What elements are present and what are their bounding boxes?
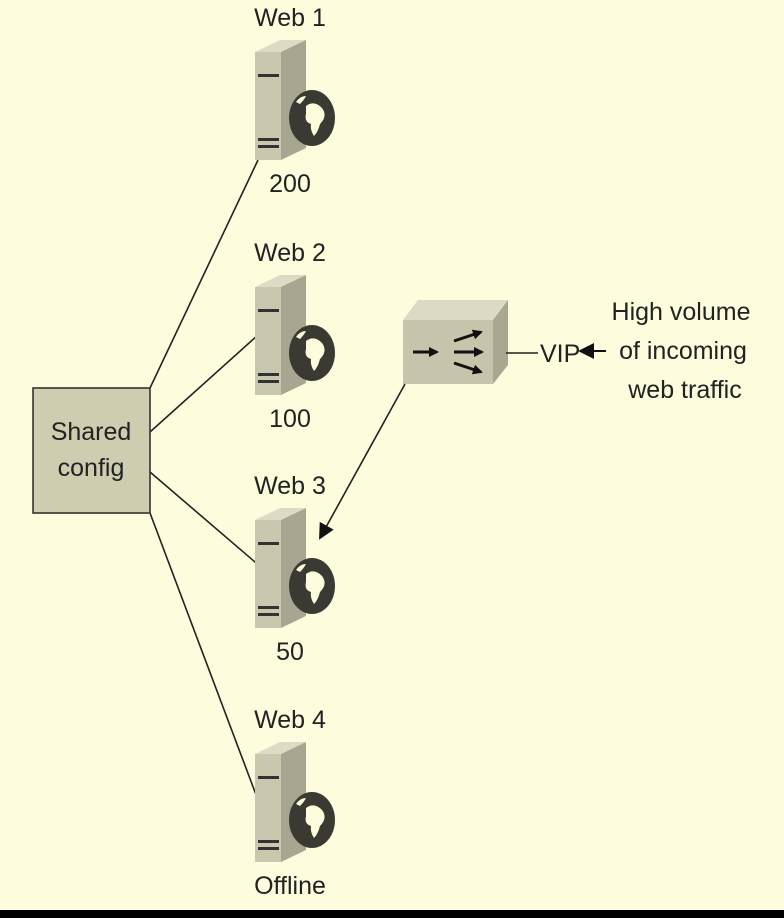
server-weight: Offline <box>254 872 326 900</box>
link-web2 <box>149 334 259 433</box>
server-web2: Web 2 100 <box>254 239 335 433</box>
server-weight: 200 <box>269 170 311 198</box>
vip-label: VIP <box>540 340 580 368</box>
globe-icon <box>289 792 335 848</box>
lb-to-web3-arrow <box>319 383 406 540</box>
server-name: Web 3 <box>254 472 326 500</box>
server-name: Web 2 <box>254 239 326 267</box>
shared-config-box: Shared config <box>32 387 151 514</box>
server-name: Web 4 <box>254 706 326 734</box>
server-web4: Web 4 Offline <box>254 706 335 900</box>
load-balancer-icon <box>403 300 508 384</box>
traffic-label: High volume of incoming web traffic <box>612 298 751 404</box>
link-web1 <box>149 159 259 389</box>
traffic-line2: of incoming <box>619 337 747 365</box>
link-web4 <box>149 512 259 801</box>
globe-icon <box>289 558 335 614</box>
globe-icon <box>289 90 335 146</box>
shared-config-line2: config <box>58 454 125 482</box>
traffic-line3: web traffic <box>627 376 741 404</box>
server-icon <box>255 508 306 628</box>
config-links <box>149 159 263 801</box>
globe-icon <box>289 325 335 381</box>
server-weight: 100 <box>269 405 311 433</box>
server-weight: 50 <box>276 638 304 666</box>
link-web3 <box>149 471 263 569</box>
shared-config-line1: Shared <box>51 418 132 446</box>
server-name: Web 1 <box>254 4 326 32</box>
traffic-line1: High volume <box>612 298 751 326</box>
server-web1: Web 1 200 <box>254 4 335 198</box>
server-web3: Web 3 50 <box>254 472 335 666</box>
